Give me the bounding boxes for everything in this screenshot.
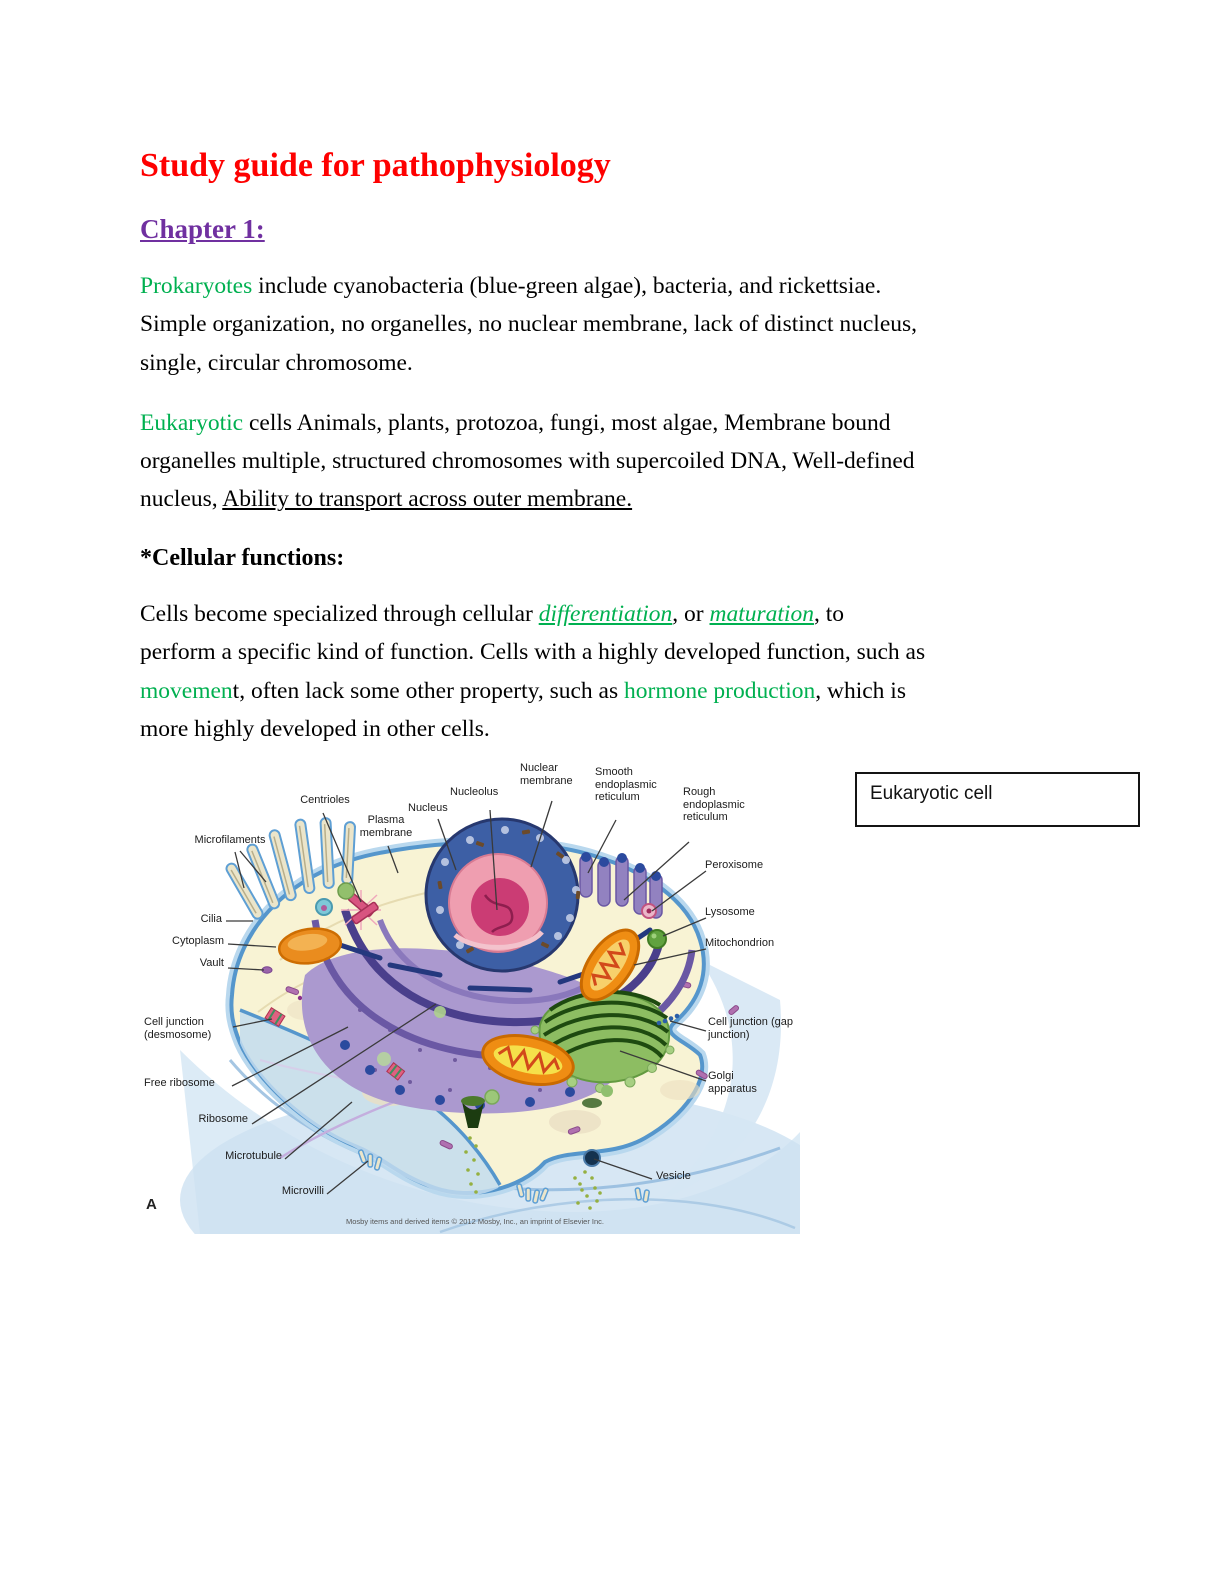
page-title: Study guide for pathophysiology xyxy=(140,147,611,184)
label-peroxisome: Peroxisome xyxy=(705,859,764,872)
mitochondrion-right xyxy=(579,928,641,1002)
label-smooth-er: Smooth endoplasmic reticulum xyxy=(595,766,657,804)
term-prokaryotes: Prokaryotes xyxy=(140,273,253,300)
label-cell-junction-gap: Cell junction (gap junction) xyxy=(708,1016,793,1041)
prokaryotes-line1: include cyanobacteria (blue-green algae)… xyxy=(252,273,882,300)
label-microfilaments: Microfilaments xyxy=(194,834,266,847)
label-vesicle: Vesicle xyxy=(656,1170,691,1183)
prokaryotes-line3: single, circular chromosome. xyxy=(140,349,413,376)
desmosome-structure xyxy=(264,1006,286,1028)
mitochondrion-lower xyxy=(481,1034,575,1086)
gap-junction-structure xyxy=(656,1013,680,1026)
label-microtubule: Microtubule xyxy=(225,1150,282,1163)
label-nuclear-membrane: Nuclear membrane xyxy=(520,762,573,787)
paragraph-prokaryotes: Prokaryotes include cyanobacteria (blue-… xyxy=(140,267,1164,382)
label-microvilli: Microvilli xyxy=(281,1185,324,1198)
pinocytotic-vesicle xyxy=(315,898,333,917)
er-openings xyxy=(340,1040,610,1111)
cell-lower-lobe xyxy=(240,1010,500,1196)
secretion-funnel xyxy=(461,1096,485,1194)
label-cell-junction-desmosome: Cell junction (desmosome) xyxy=(144,1016,212,1041)
label-nucleolus: Nucleolus xyxy=(450,786,499,799)
microvilli-structures xyxy=(357,1149,650,1204)
label-ribosome: Ribosome xyxy=(198,1113,248,1126)
paragraph-functions: Cells become specialized through cellula… xyxy=(140,595,1164,748)
functions-line1b: , or xyxy=(672,601,710,628)
leader-lines xyxy=(226,800,707,1195)
label-rough-er: Rough endoplasmic reticulum xyxy=(683,786,745,824)
label-cytoplasm: Cytoplasm xyxy=(172,935,224,948)
functions-line1a: Cells become specialized through cellula… xyxy=(140,601,539,628)
term-eukaryotic: Eukaryotic xyxy=(140,409,244,436)
peroxisome-structure xyxy=(641,903,657,920)
term-hormone-production: hormone production xyxy=(624,677,816,704)
label-golgi-apparatus: Golgi apparatus xyxy=(708,1070,757,1095)
eukaryotic-underlined-phrase: Ability to transport across outer membra… xyxy=(222,486,633,513)
panel-letter: A xyxy=(146,1196,157,1214)
label-cilia: Cilia xyxy=(200,913,222,926)
eukaryotic-line2: organelles multiple, structured chromoso… xyxy=(140,448,915,474)
paragraph-eukaryotic: Eukaryotic cells Animals, plants, protoz… xyxy=(140,404,1164,519)
label-mitochondrion: Mitochondrion xyxy=(705,937,775,950)
term-differentiation: differentiation xyxy=(538,601,673,628)
cytoplasm-granules xyxy=(285,980,740,1150)
eukaryotic-cell-textbox: Eukaryotic cell xyxy=(855,772,1140,827)
cell-illustration xyxy=(180,800,800,1235)
functions-line3b: , which is xyxy=(815,677,906,704)
desmosome-structure-2 xyxy=(386,1062,406,1081)
chapter-heading: Chapter 1: xyxy=(140,213,265,244)
label-lysosome: Lysosome xyxy=(705,906,755,919)
label-centrioles: Centrioles xyxy=(300,794,350,807)
cilia-structures xyxy=(225,817,356,920)
cellular-functions-heading: *Cellular functions: xyxy=(140,545,345,572)
functions-line2: perform a specific kind of function. Cel… xyxy=(140,639,926,666)
eukaryotic-line3-start: nucleus, xyxy=(140,486,223,513)
figure-caption: Mosby items and derived items © 2012 Mos… xyxy=(346,1217,604,1227)
term-movement: movemen xyxy=(140,677,233,704)
smooth-er-tubes xyxy=(579,852,663,919)
lysosome-structure xyxy=(647,929,667,950)
eukaryotic-line1: cells Animals, plants, protozoa, fungi, … xyxy=(243,409,891,436)
orange-organelle xyxy=(277,927,343,965)
label-vault: Vault xyxy=(199,957,224,970)
term-maturation: maturation xyxy=(709,601,814,628)
label-free-ribosome: Free ribosome xyxy=(144,1077,215,1090)
functions-line3a: t, often lack some other property, such … xyxy=(232,677,625,704)
eukaryotic-cell-figure: Microfilaments Centrioles Plasma membran… xyxy=(140,760,800,1235)
label-nucleus: Nucleus xyxy=(408,802,448,815)
functions-line1c: , to xyxy=(813,601,844,628)
vesicle-structure xyxy=(573,1149,602,1210)
prokaryotes-line2: Simple organization, no organelles, no n… xyxy=(140,311,918,338)
textbox-label: Eukaryotic cell xyxy=(870,783,993,804)
nucleus-structure xyxy=(424,817,581,973)
functions-line4: more highly developed in other cells. xyxy=(140,715,490,742)
green-vesicle xyxy=(337,882,355,900)
label-plasma-membrane: Plasma membrane xyxy=(359,814,413,839)
